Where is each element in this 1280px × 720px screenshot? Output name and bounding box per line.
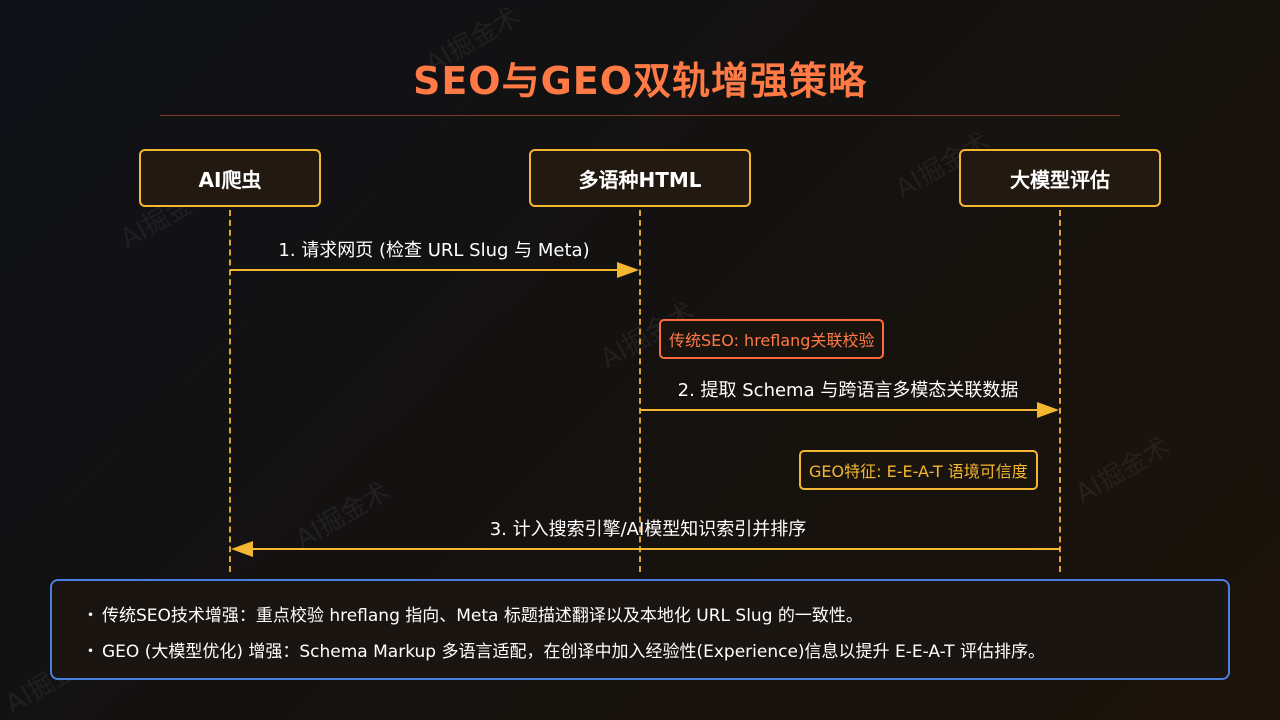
actor-multilingual-html: 多语种HTML (529, 149, 751, 207)
message-3-arrow (250, 548, 1060, 550)
info-item-text: 传统SEO技术增强：重点校验 hreflang 指向、Meta 标题描述翻译以及… (102, 605, 863, 626)
lifeline-ai-crawler (229, 210, 231, 572)
title-divider (160, 115, 1120, 116)
page-title: SEO与GEO双轨增强策略 (412, 59, 868, 103)
message-1-label: 1. 请求网页 (检查 URL Slug 与 Meta) (278, 240, 590, 261)
bullet-icon: ・ (82, 605, 99, 626)
actor-llm-evaluation: 大模型评估 (959, 149, 1161, 207)
message-2-arrow (640, 409, 1040, 411)
message-1-arrow (230, 269, 620, 271)
message-3-label: 3. 计入搜索引擎/AI模型知识索引并排序 (489, 519, 807, 540)
info-item-geo: ・ GEO (大模型优化) 增强：Schema Markup 多语言适配，在创译… (82, 631, 1198, 667)
note-traditional-seo: 传统SEO: hreflang关联校验 (659, 319, 885, 359)
message-3-arrowhead-icon (231, 541, 253, 557)
message-1-arrowhead-icon (617, 262, 639, 278)
watermark: AI掘金术 (290, 476, 396, 555)
note-geo-feature: GEO特征: E-E-A-T 语境可信度 (799, 450, 1038, 490)
actor-ai-crawler: AI爬虫 (139, 149, 321, 207)
lifeline-llm-evaluation (1059, 210, 1061, 572)
info-item-text: GEO (大模型优化) 增强：Schema Markup 多语言适配，在创译中加… (102, 641, 1045, 662)
message-2-label: 2. 提取 Schema 与跨语言多模态关联数据 (677, 380, 1019, 401)
message-2-arrowhead-icon (1037, 402, 1059, 418)
info-panel: ・ 传统SEO技术增强：重点校验 hreflang 指向、Meta 标题描述翻译… (50, 579, 1230, 680)
lifeline-multilingual-html (639, 210, 641, 572)
watermark: AI掘金术 (1070, 431, 1176, 510)
bullet-icon: ・ (82, 641, 99, 662)
info-item-seo: ・ 传统SEO技术增强：重点校验 hreflang 指向、Meta 标题描述翻译… (82, 595, 1198, 631)
